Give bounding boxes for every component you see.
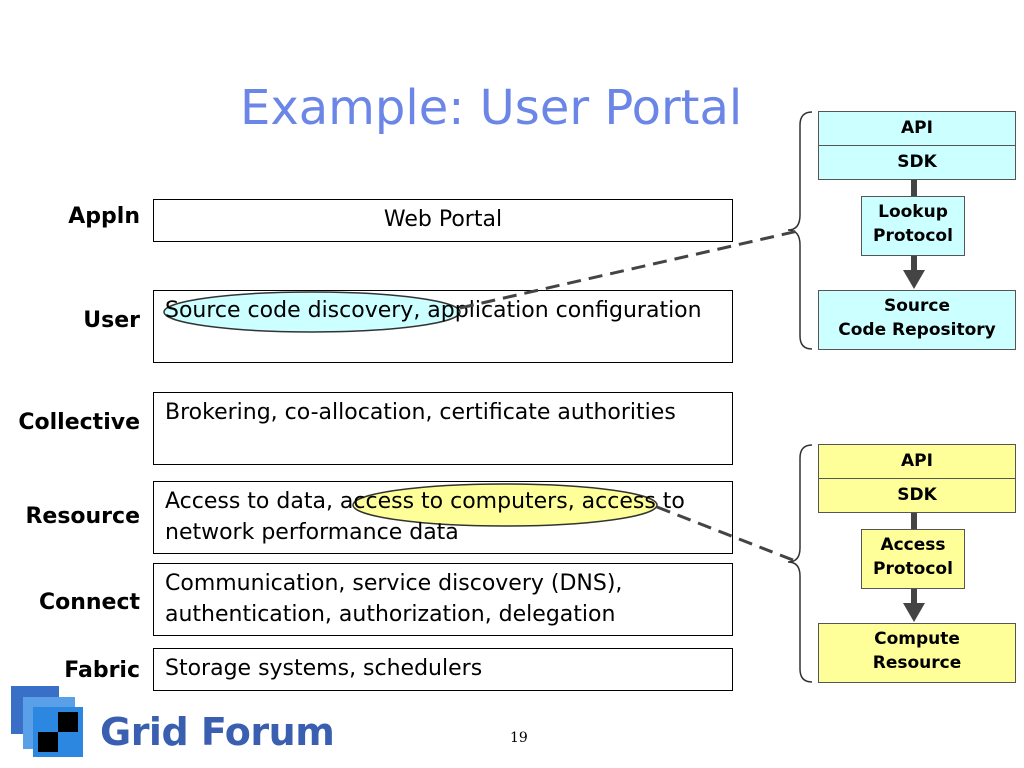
top-arrow-shaft [911,256,917,272]
layer-box-appln: Web Portal [153,199,733,242]
bottom-brace [787,444,813,683]
bottom-api-box: API [818,444,1016,479]
top-arrow-head [903,270,925,289]
page-number: 19 [510,730,528,746]
layer-box-user: Source code discovery, application confi… [153,290,733,363]
dashed-connector-top [459,229,799,310]
top-stack: API SDK [818,111,1016,180]
highlight-ellipse-resource [352,483,658,527]
layer-label-user: User [83,308,140,333]
top-stack-connector [911,179,917,197]
top-api-box: API [818,111,1016,146]
layer-label-connect: Connect [38,590,140,615]
layer-label-appln: Appln [68,204,140,229]
logo-black-square-1 [58,712,78,732]
logo-black-square-2 [38,732,58,752]
logo-text: Grid Forum [100,710,335,754]
bottom-arrow-head [903,603,925,622]
top-sdk-box: SDK [818,146,1016,180]
layer-label-resource: Resource [25,504,140,529]
layer-box-resource: Access to data, access to computers, acc… [153,481,733,554]
bottom-arrow-shaft [911,589,917,605]
layer-box-connect: Communication, service discovery (DNS), … [153,563,733,636]
layer-box-fabric: Storage systems, schedulers [153,648,733,691]
slide-title: Example: User Portal [240,80,743,136]
layer-box-collective: Brokering, co-allocation, certificate au… [153,392,733,465]
layer-label-collective: Collective [18,410,140,435]
dashed-connector-bottom [656,505,799,564]
bottom-sdk-box: SDK [818,479,1016,513]
bottom-stack-connector [911,512,917,529]
top-brace [787,111,813,350]
layer-label-fabric: Fabric [64,658,140,683]
highlight-ellipse-user [163,291,461,333]
bottom-stack: API SDK [818,444,1016,513]
